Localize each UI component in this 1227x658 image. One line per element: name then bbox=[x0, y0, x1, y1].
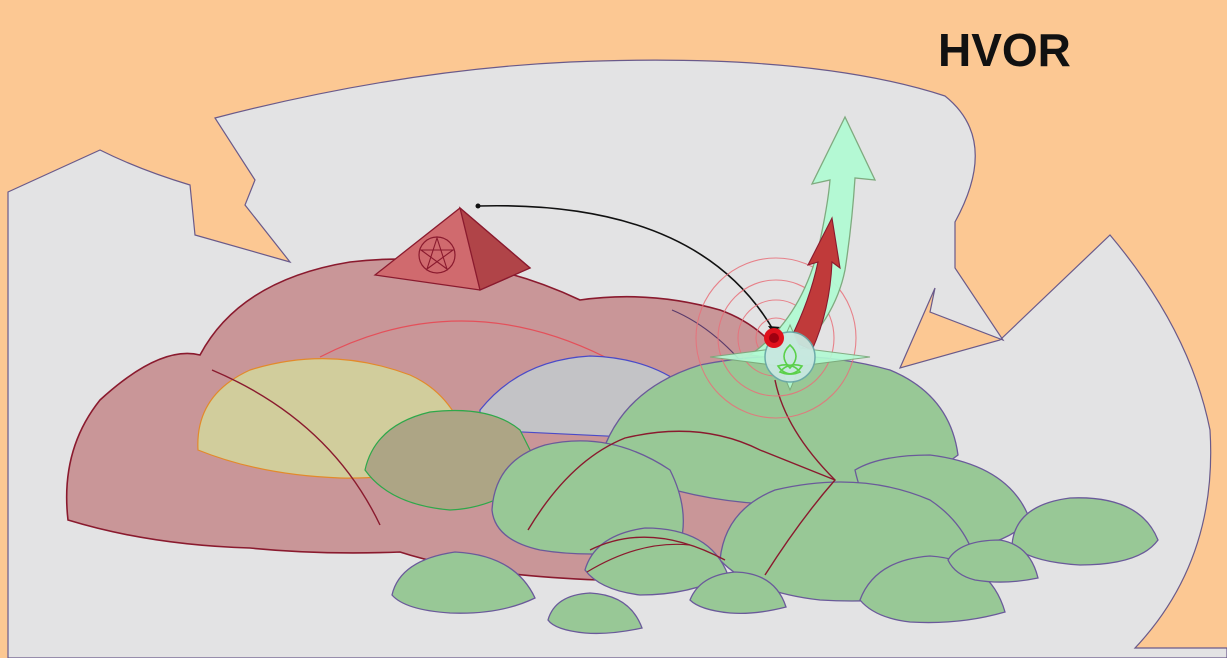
green-mound-small-3 bbox=[947, 539, 1039, 583]
focus-point-core bbox=[769, 333, 779, 343]
thread-curve-3 bbox=[589, 536, 726, 561]
thread-curve-left bbox=[211, 369, 381, 526]
green-up-arrow bbox=[748, 115, 877, 361]
red-up-arrow bbox=[789, 216, 841, 351]
pentagram-icon bbox=[418, 236, 456, 274]
thread-curve-4 bbox=[586, 543, 691, 573]
pyramid bbox=[373, 206, 532, 291]
green-mound-left bbox=[491, 440, 684, 555]
transfer-arrow bbox=[477, 204, 776, 334]
triquetra-icon bbox=[776, 343, 804, 375]
transfer-arrow-origin bbox=[475, 203, 481, 209]
green-mound-small-4 bbox=[391, 551, 536, 614]
diagram-title: HVOR bbox=[938, 24, 1071, 76]
green-mound-small-5 bbox=[547, 592, 643, 635]
thread-curve-2 bbox=[764, 379, 836, 576]
thread-curve-1 bbox=[527, 430, 836, 531]
green-mound-small-1 bbox=[584, 527, 729, 596]
green-mound-small-6 bbox=[689, 571, 787, 615]
red-arc bbox=[319, 320, 606, 358]
green-mound-far-right bbox=[1011, 497, 1159, 566]
